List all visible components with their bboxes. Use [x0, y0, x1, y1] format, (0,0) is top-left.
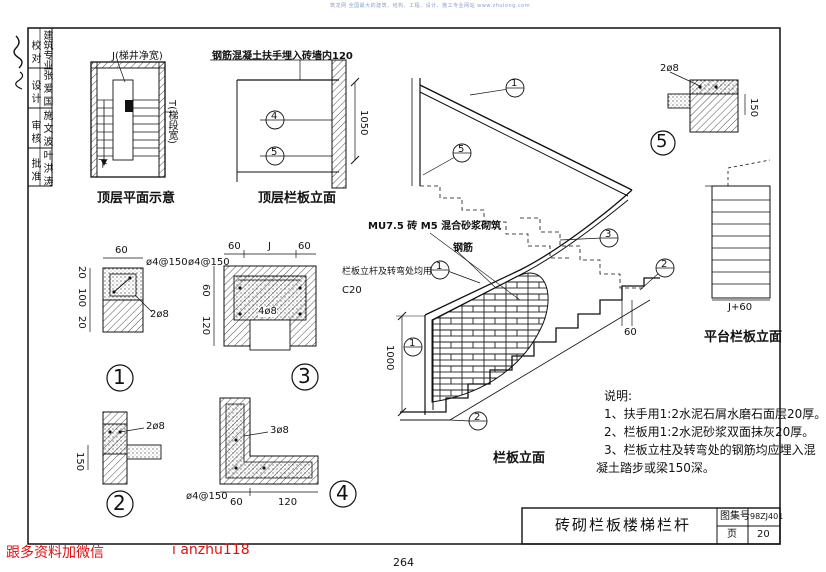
main-brick-note: MU7.5 砖 M5 混合砂浆砌筑	[368, 221, 502, 232]
notes-heading: 说明:	[604, 389, 633, 403]
top-floor-plan	[90, 59, 175, 178]
side-bubble-3: 3	[605, 229, 612, 240]
detail3-dim-a: 60	[228, 241, 241, 252]
top-elev-caption: 顶层栏板立面	[258, 191, 337, 206]
detail5-dim: 150	[748, 98, 759, 118]
detail1-rebar-a: ø4@150	[146, 257, 188, 268]
title-block-atlas-label: 图集号	[720, 511, 750, 522]
detail1-number: 1	[113, 365, 126, 389]
top-floor-elevation	[210, 59, 360, 189]
detail3-dim-d: 60	[200, 284, 211, 297]
detail-5	[650, 71, 746, 156]
main-caption: 栏板立面	[493, 451, 546, 466]
main-post-note-2: C20	[342, 285, 362, 296]
detail3-rebar-b: 4ø8	[258, 306, 277, 317]
platform-dim: J+60	[728, 302, 753, 313]
detail2-rebar: 2ø8	[146, 421, 165, 432]
detail-2	[87, 411, 162, 518]
top-elev-dim: 1050	[358, 110, 369, 136]
main-bubble-2: 2	[474, 412, 481, 423]
plan-caption: 顶层平面示意	[97, 191, 176, 206]
detail4-rebar-a: 3ø8	[270, 425, 289, 436]
footer-contact-left: 跟多资料加微信	[6, 545, 104, 561]
plan-wall-label: J(梯井净宽)	[112, 51, 163, 62]
title-block-title: 砖砌栏板楼梯栏杆	[555, 516, 692, 534]
title-block-atlas-no: 98ZJ401	[750, 512, 784, 521]
detail-1	[89, 257, 153, 392]
top-elev-note: 钢筋混凝土扶手埋入砖墙内120	[212, 51, 353, 62]
detail5-rebar: 2ø8	[660, 63, 679, 74]
detail-3	[213, 250, 319, 391]
sig-role-2: 设 计	[29, 80, 40, 104]
top-elev-bubble-5: 5	[271, 147, 278, 158]
detail4-dim-a: 60	[230, 497, 243, 508]
notes-item-3: 3、栏板立柱及转弯处的钢筋均应埋入混	[604, 443, 816, 457]
detail2-number: 2	[113, 491, 126, 515]
detail4-rebar-b: ø4@150	[186, 491, 228, 502]
sig-role-3: 审 核	[29, 120, 40, 144]
sig-title-3: 施 文 波	[41, 110, 52, 147]
main-bubble-1b: 1	[436, 261, 443, 272]
main-stair-elevation	[396, 78, 660, 431]
main-post-note: 栏板立杆及转弯处均用	[342, 267, 433, 277]
detail5-number: 5	[656, 131, 668, 152]
sig-title-1: 建筑专业	[41, 30, 52, 70]
title-block-page-label: 页	[727, 529, 737, 540]
detail3-number: 3	[298, 364, 311, 388]
sig-role-1: 校 对	[29, 40, 40, 64]
detail2-dim: 150	[74, 452, 85, 472]
detail4-number: 4	[336, 481, 349, 505]
title-block-page-no: 20	[757, 529, 770, 540]
main-rebar-note: 钢筋	[453, 243, 473, 254]
plan-side-label: T(梯段宽)	[166, 100, 177, 144]
page-number: 264	[393, 556, 414, 569]
sig-role-4: 批 准	[29, 158, 40, 182]
plan-down-mark: 下	[98, 159, 108, 170]
sig-title-4: 叶 洪 涛	[41, 150, 52, 187]
main-dim: 1000	[384, 345, 395, 371]
main-bubble-1c: 1	[409, 338, 416, 349]
top-watermark: 筑龙网 全国最大的建筑、结构、工程、设计、施工专业网站 www.zhulong.…	[330, 3, 531, 9]
platform-caption: 平台栏板立面	[704, 330, 783, 345]
drawing-sheet	[13, 27, 781, 545]
detail-4	[219, 397, 357, 508]
signature-block	[13, 27, 53, 187]
detail3-rebar-a: ø4@150	[188, 257, 230, 268]
detail1-dim-c: 100	[76, 288, 87, 308]
main-bubble-5: 5	[458, 144, 465, 155]
side-bubble-2: 2	[661, 259, 668, 270]
notes-item-4: 凝土踏步或梁150深。	[596, 461, 715, 475]
side-dim: 60	[624, 327, 637, 338]
main-bubble-1a: 1	[511, 78, 518, 89]
detail3-dim-c: 60	[298, 241, 311, 252]
detail4-dim-b: 120	[278, 497, 298, 508]
footer-contact-right: i anzhu118	[172, 542, 250, 558]
detail1-dim-b: 20	[76, 266, 87, 279]
top-elev-bubble-4: 4	[271, 111, 278, 122]
notes-item-2: 2、栏板用1:2水泥砂浆双面抹灰20厚。	[604, 425, 815, 439]
sig-title-2: 张 爱 国	[41, 70, 52, 107]
platform-elevation	[705, 159, 771, 301]
detail1-rebar-b: 2ø8	[150, 309, 169, 320]
detail3-dim-b: J	[268, 241, 271, 252]
detail1-dim-a: 60	[115, 245, 128, 256]
stair-side-elevation	[520, 217, 675, 326]
notes-item-1: 1、扶手用1:2水泥石屑水磨石面层20厚。	[604, 407, 826, 421]
detail3-dim-e: 120	[200, 316, 211, 336]
detail1-dim-d: 20	[76, 316, 87, 329]
title-block	[521, 507, 781, 545]
